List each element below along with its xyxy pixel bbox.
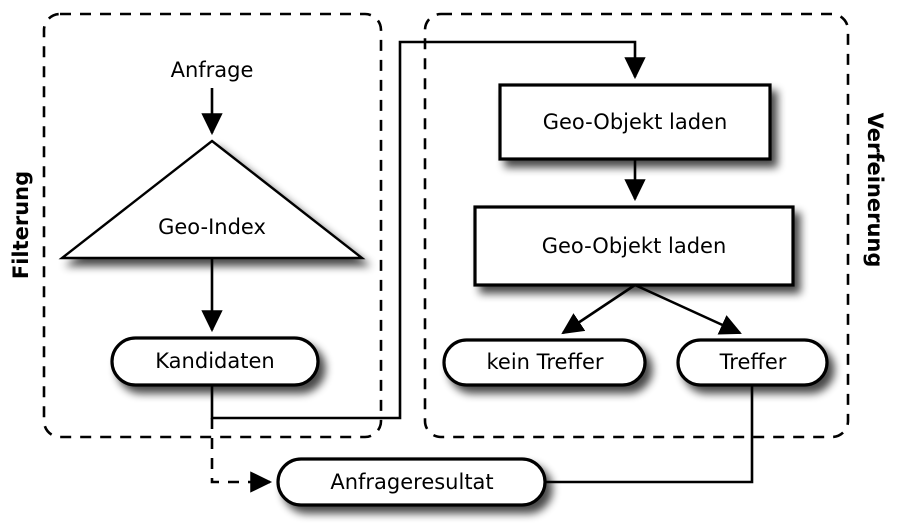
- geo-objekt-laden-2-rect: [473, 205, 795, 287]
- kandidaten-stadium: [110, 336, 320, 387]
- group-box-verfeinerung: [423, 12, 850, 439]
- edge-treffer-to-anfrageresultat: [545, 385, 754, 484]
- node-geo-objekt-laden-2: [473, 205, 795, 287]
- node-geo-objekt-laden-1-label: Geo-Objekt laden: [543, 110, 728, 134]
- edge-geo-objekt-laden-2-to-treffer: [634, 283, 742, 335]
- edge-kandidaten-to-geo-objekt-laden-1: [210, 40, 646, 420]
- group-label-filterung: Filterung: [9, 171, 33, 279]
- node-kandidaten-label: Kandidaten: [155, 349, 274, 373]
- node-geo-index-label: Geo-Index: [158, 215, 266, 239]
- node-kandidaten: [110, 336, 320, 387]
- group-label-verfeinerung: Verfeinerung: [863, 113, 887, 268]
- node-anfrageresultat-label: Anfrageresultat: [330, 470, 493, 494]
- edge-geo-objekt-laden-2-to-kein-treffer: [561, 283, 636, 335]
- kein-treffer-stadium: [442, 338, 647, 387]
- node-kein-treffer-label: kein Treffer: [486, 350, 603, 374]
- node-geo-objekt-laden-1: [498, 83, 772, 161]
- geo-objekt-laden-1-rect: [498, 83, 772, 161]
- node-kein-treffer: [442, 338, 647, 387]
- node-geo-objekt-laden-2-label: Geo-Objekt laden: [542, 234, 727, 258]
- node-treffer-label: Treffer: [719, 350, 787, 374]
- svg-text:Anfrage: Anfrage: [171, 58, 254, 82]
- group-box-filterung: [42, 12, 383, 439]
- edge-kandidaten-to-anfrageresultat: [210, 418, 273, 493]
- node-anfrageresultat: [276, 457, 547, 507]
- geo-index-triangle: [58, 139, 366, 260]
- node-anfrage: Anfrage: [171, 58, 254, 82]
- node-geo-index: [58, 139, 366, 260]
- svg-text:Verfeinerung: Verfeinerung: [863, 113, 887, 268]
- node-treffer: [676, 338, 829, 387]
- anfrageresultat-stadium: [276, 457, 547, 507]
- treffer-stadium: [676, 338, 829, 387]
- svg-text:Filterung: Filterung: [9, 171, 33, 279]
